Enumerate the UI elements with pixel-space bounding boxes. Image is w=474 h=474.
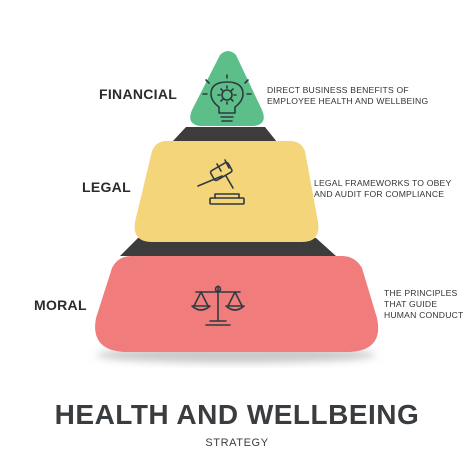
scales-icon — [191, 285, 245, 326]
description-line: HUMAN CONDUCT — [384, 310, 464, 320]
gavel-icon — [197, 159, 245, 205]
connector-band-top — [172, 127, 277, 142]
tier-middle-shape — [134, 141, 319, 242]
diagram-subtitle: STRATEGY — [205, 437, 269, 449]
description-line: THE PRINCIPLES — [384, 288, 458, 298]
tier-label-moral: MORAL — [34, 297, 87, 313]
description-line: THAT GUIDE — [384, 299, 438, 309]
tier-label-legal: LEGAL — [82, 179, 131, 195]
lightbulb-gear-icon — [202, 74, 252, 122]
tier-description-moral: THE PRINCIPLES THAT GUIDE HUMAN CONDUCT — [384, 288, 463, 321]
description-line: LEGAL FRAMEWORKS TO OBEY — [314, 178, 452, 188]
description-line: EMPLOYEE HEALTH AND WELLBEING — [267, 96, 429, 106]
description-line: AND AUDIT FOR COMPLIANCE — [314, 189, 445, 199]
description-line: DIRECT BUSINESS BENEFITS OF — [267, 85, 409, 95]
tier-description-legal: LEGAL FRAMEWORKS TO OBEY AND AUDIT FOR C… — [314, 178, 451, 200]
tier-bottom-shape — [95, 256, 379, 352]
tier-description-financial: DIRECT BUSINESS BENEFITS OF EMPLOYEE HEA… — [267, 85, 428, 107]
diagram-title: HEALTH AND WELLBEING — [54, 399, 420, 430]
connector-band-middle — [120, 238, 336, 256]
tier-label-financial: FINANCIAL — [99, 86, 178, 102]
